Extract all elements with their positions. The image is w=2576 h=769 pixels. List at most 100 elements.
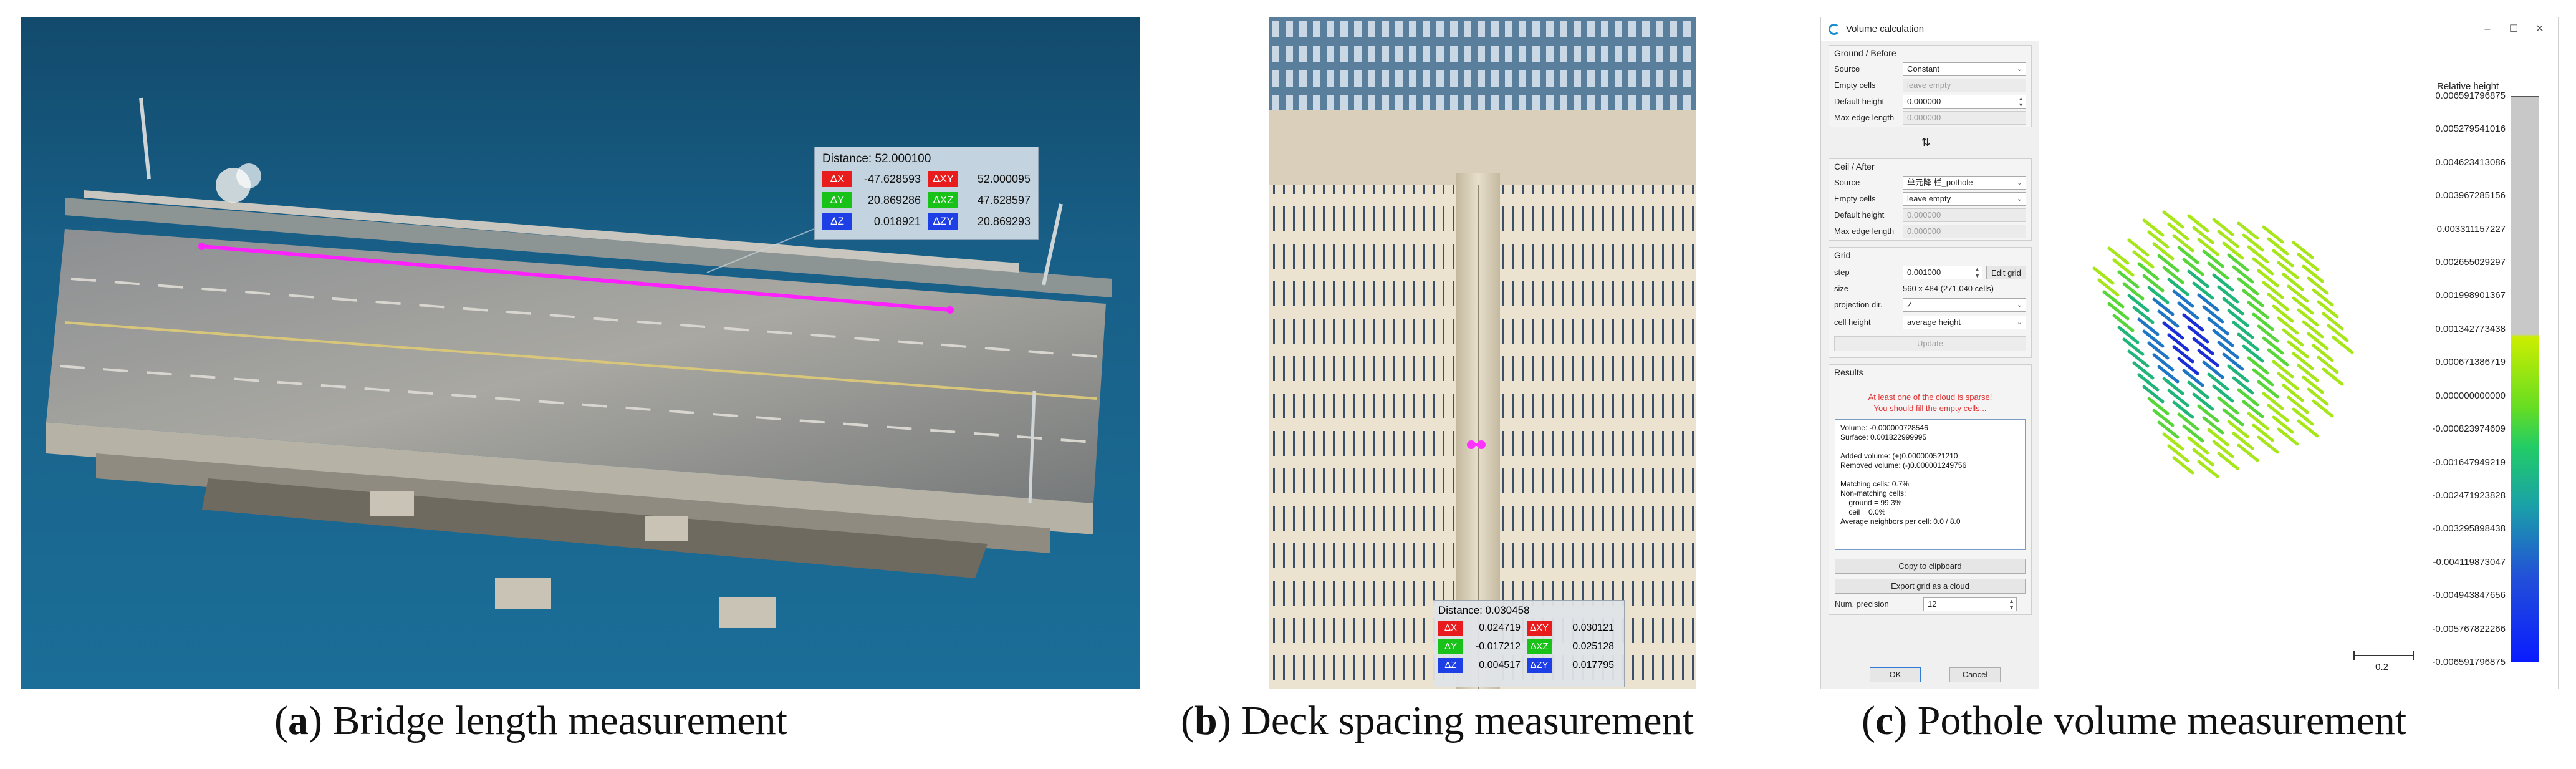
caption-a-letter: a: [287, 698, 309, 743]
point-stroke: [2312, 288, 2334, 307]
ground-empty-value: leave empty: [1907, 80, 1951, 90]
ceil-maxedge-label: Max edge length: [1834, 226, 1895, 236]
ceil-default-input[interactable]: 0.000000: [1903, 208, 2026, 222]
point-stroke: [2197, 238, 2219, 256]
point-stroke: [2302, 375, 2324, 394]
projection-select[interactable]: Z⌄: [1903, 298, 2026, 312]
point-stroke: [2217, 285, 2239, 304]
cell-height-select[interactable]: average height⌄: [1903, 316, 2026, 329]
point-stroke: [2232, 265, 2254, 284]
point-stroke: [2152, 242, 2175, 261]
point-stroke: [2247, 301, 2269, 319]
point-stroke: [2162, 377, 2184, 395]
colorbar-tick-label: 0.005279541016: [2435, 123, 2506, 135]
ceil-maxedge-input[interactable]: 0.000000: [1903, 225, 2026, 238]
point-stroke: [2177, 412, 2199, 431]
deck-point-cloud-view[interactable]: Distance: 0.030458 ΔX 0.024719 ΔXY 0.030…: [1269, 17, 1696, 689]
ceil-group: Ceil / After Source 单元降 栏_pothole⌄ Empty…: [1829, 158, 2032, 241]
colorbar-title: Relative height: [2437, 81, 2499, 92]
point-stroke: [2237, 388, 2259, 407]
point-stroke: [2277, 372, 2299, 390]
point-stroke: [2267, 348, 2289, 367]
colorbar-tick-label: -0.004943847656: [2432, 590, 2506, 601]
ground-default-input[interactable]: 0.000000▲▼: [1903, 95, 2026, 109]
cancel-button[interactable]: Cancel: [1949, 667, 2001, 682]
delta-xz-label: ΔXZ: [928, 192, 958, 208]
update-button[interactable]: Update: [1834, 336, 2026, 351]
point-stroke: [2202, 305, 2224, 324]
grid-step-label: step: [1834, 268, 1850, 277]
point-stroke: [2152, 297, 2175, 316]
copy-clipboard-button[interactable]: Copy to clipboard: [1835, 559, 2026, 574]
distance-value: Distance: 52.000100: [822, 152, 931, 165]
ground-maxedge-input[interactable]: 0.000000: [1903, 111, 2026, 125]
swap-icon[interactable]: ⇅: [1915, 135, 1937, 152]
delta-zy-label: ΔZY: [1527, 658, 1552, 673]
ground-group: Ground / Before Source Constant⌄ Empty c…: [1829, 45, 2032, 127]
point-stroke: [2327, 324, 2349, 342]
point-stroke: [2242, 289, 2264, 307]
pothole-point-cloud: [2092, 210, 2414, 660]
ceil-group-title: Ceil / After: [1834, 162, 1875, 172]
caption-c: (c) Pothole volume measurement: [1862, 698, 2407, 743]
point-stroke: [2187, 214, 2209, 233]
point-stroke: [2312, 399, 2334, 418]
point-stroke: [2207, 261, 2229, 280]
grid-size-value: 560 x 484 (271,040 cells): [1903, 284, 1994, 293]
point-stroke: [2262, 225, 2284, 244]
delta-x-value: -47.628593: [863, 173, 921, 185]
ceil-source-select[interactable]: 单元降 栏_pothole⌄: [1903, 176, 2026, 190]
point-stroke: [2167, 278, 2189, 296]
point-stroke: [2157, 365, 2180, 384]
ceil-empty-select[interactable]: leave empty⌄: [1903, 192, 2026, 206]
ground-source-select[interactable]: Constant⌄: [1903, 62, 2026, 76]
point-stroke: [2227, 253, 2249, 272]
grid-size-label: size: [1834, 284, 1849, 293]
export-grid-button[interactable]: Export grid as a cloud: [1835, 579, 2026, 594]
delta-xy-label: ΔXY: [928, 171, 958, 187]
grid-step-input[interactable]: 0.001000▲▼: [1903, 266, 1982, 279]
num-precision-label: Num. precision: [1835, 599, 1889, 609]
maximize-icon[interactable]: ☐: [2509, 24, 2519, 34]
point-stroke: [2297, 364, 2319, 382]
minimize-icon[interactable]: –: [2484, 24, 2491, 34]
point-stroke: [2137, 317, 2160, 336]
point-stroke: [2292, 241, 2314, 259]
bridge-point-cloud-view[interactable]: Distance: 52.000100 ΔX -47.628593 ΔXY 52…: [21, 17, 1140, 689]
point-stroke: [2192, 448, 2214, 467]
point-stroke: [2097, 278, 2120, 297]
point-stroke: [2167, 389, 2189, 407]
point-stroke: [2172, 234, 2194, 253]
point-stroke: [2147, 286, 2170, 304]
cloudcompare-icon: [1829, 24, 1840, 35]
point-stroke: [2252, 368, 2274, 387]
point-stroke: [2162, 321, 2184, 340]
point-stroke: [2292, 296, 2314, 315]
ok-button[interactable]: OK: [1870, 667, 1921, 682]
close-icon[interactable]: ✕: [2535, 24, 2544, 34]
height-colorbar: [2511, 96, 2539, 662]
point-stroke: [2277, 261, 2299, 279]
point-stroke: [2197, 349, 2219, 367]
colorbar-tick-label: 0.002655029297: [2435, 257, 2506, 268]
point-stroke: [2167, 333, 2189, 352]
colorbar-tick-label: -0.005767822266: [2432, 623, 2506, 634]
point-stroke: [2262, 281, 2284, 299]
caption-c-letter: c: [1875, 698, 1894, 743]
point-stroke: [2212, 273, 2234, 292]
point-stroke: [2297, 253, 2319, 271]
point-stroke: [2212, 218, 2234, 236]
point-stroke: [2207, 428, 2229, 447]
ground-empty-select[interactable]: leave empty: [1903, 79, 2026, 92]
point-stroke: [2132, 361, 2155, 380]
delta-y-value: -0.017212: [1475, 641, 1521, 652]
window-titlebar: Volume calculation – ☐ ✕: [1821, 17, 2558, 41]
scale-bar-value: 0.2: [2375, 662, 2388, 672]
point-stroke: [2132, 250, 2155, 269]
num-precision-input[interactable]: 12▲▼: [1923, 597, 2017, 611]
edit-grid-button[interactable]: Edit grid: [1986, 266, 2026, 279]
point-stroke: [2112, 258, 2135, 277]
point-stroke: [2272, 304, 2294, 323]
point-stroke: [2192, 392, 2214, 411]
